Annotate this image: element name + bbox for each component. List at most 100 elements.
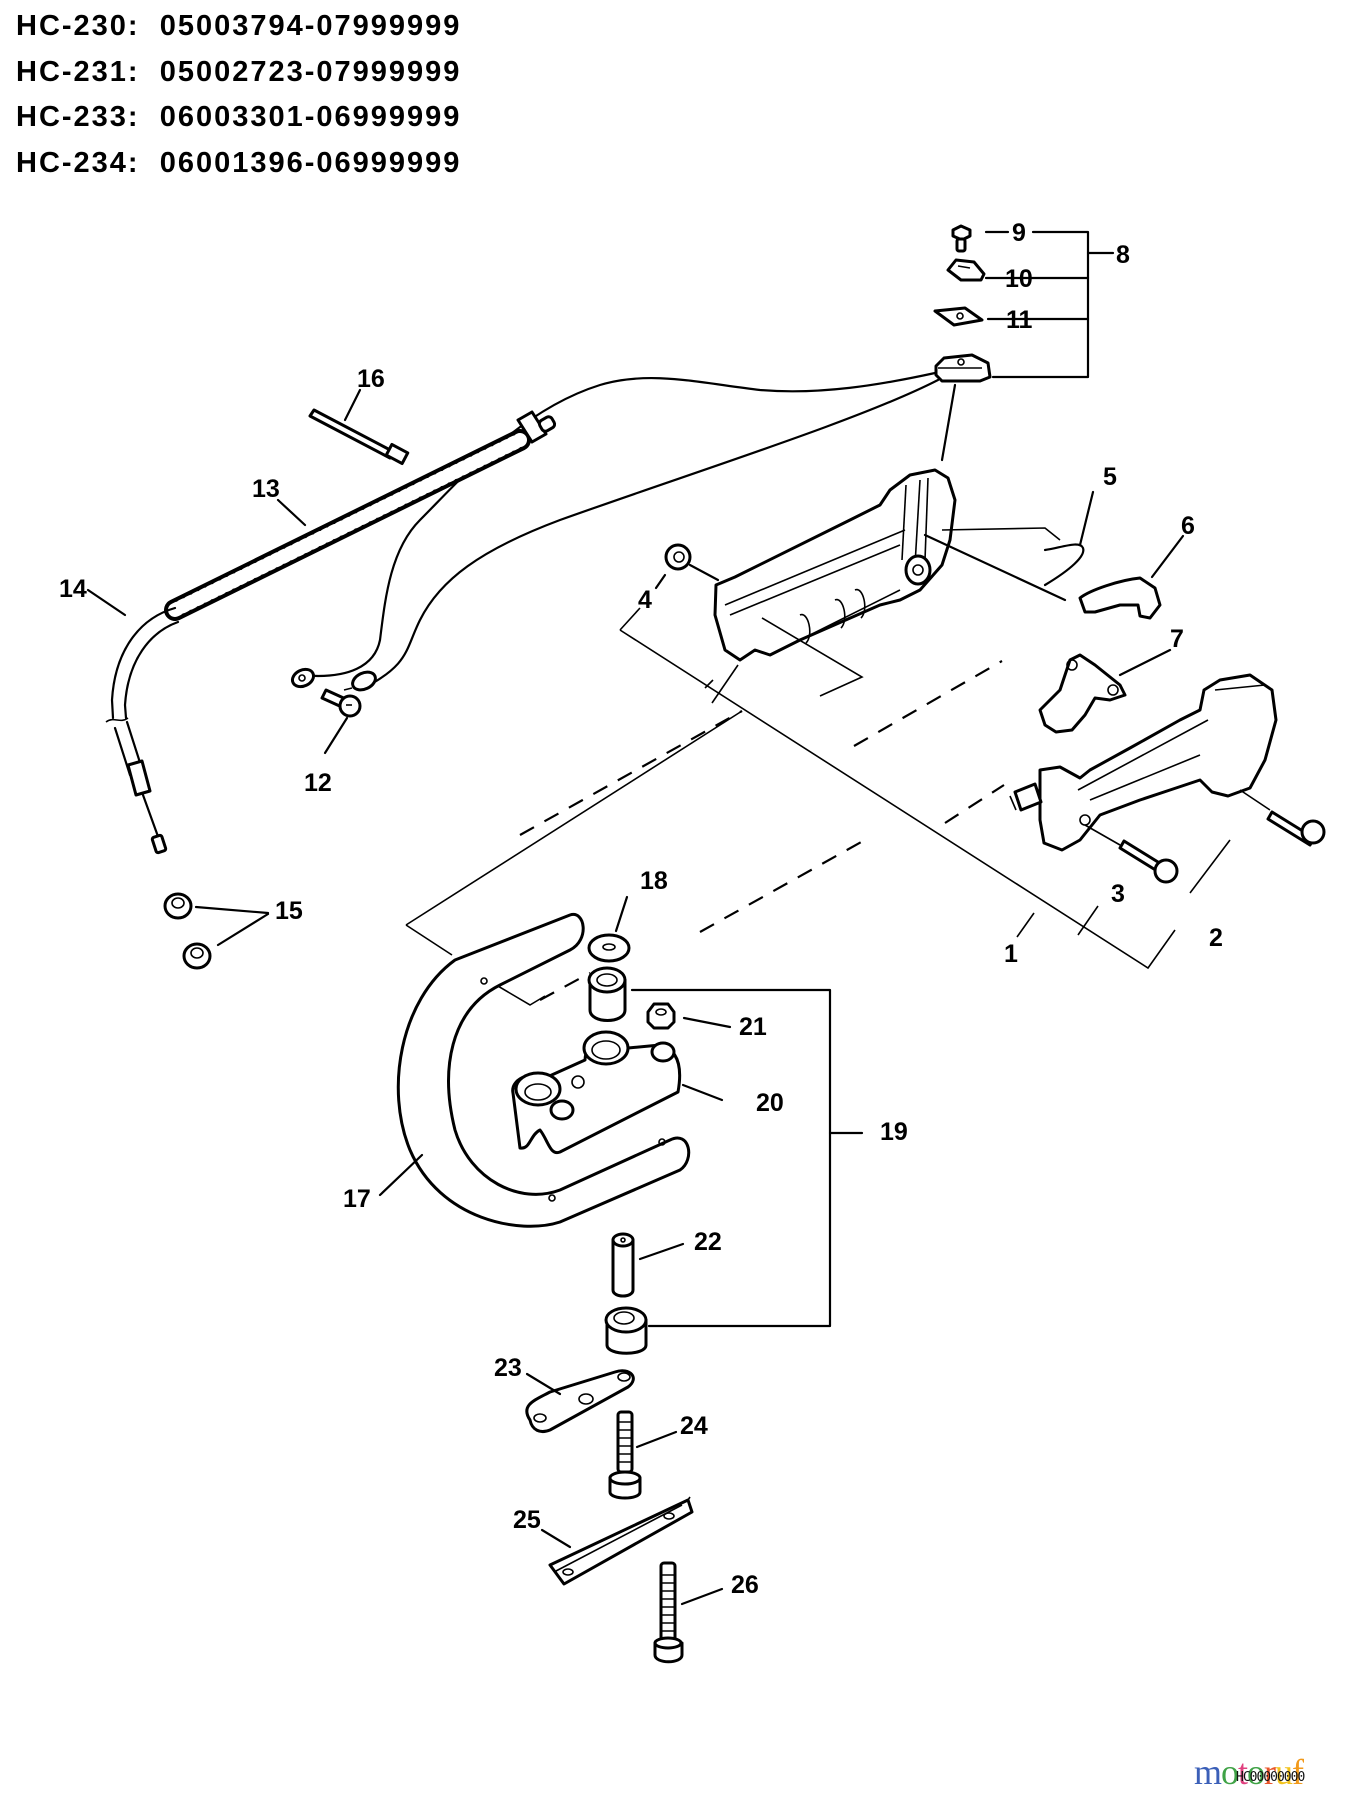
part-20-clamp-icon <box>511 1030 682 1155</box>
callout-18: 18 <box>640 867 668 895</box>
callout-5: 5 <box>1103 463 1117 491</box>
part-10-block-icon <box>946 258 986 282</box>
part-25-channel-icon <box>548 1496 694 1586</box>
part-3-screw-icon <box>1118 839 1179 884</box>
leaders-5-7 <box>923 490 1185 677</box>
callout-9: 9 <box>1012 219 1026 247</box>
serial-range: 06003301-06999999 <box>159 101 462 133</box>
leader-25 <box>540 1528 572 1549</box>
part-21-nut-icon <box>646 1002 676 1030</box>
rear-handle-upper-half-icon <box>713 468 957 662</box>
callout-16: 16 <box>357 365 385 393</box>
alignment-dashes <box>519 660 1005 1001</box>
part-23-plate-icon <box>525 1369 635 1434</box>
part-18-washer-icon <box>587 933 631 963</box>
model-label: HC-230: <box>16 10 140 42</box>
leader-15 <box>194 905 270 947</box>
part-9-screw-icon <box>951 224 972 253</box>
callout-19: 19 <box>880 1118 908 1146</box>
leader-23 <box>525 1372 562 1396</box>
bracket-8 <box>984 230 1115 379</box>
model-label: HC-233: <box>16 101 140 133</box>
callout-15: 15 <box>275 897 303 925</box>
callout-2: 2 <box>1209 924 1223 952</box>
serial-range: 05003794-07999999 <box>159 10 462 42</box>
callout-14: 14 <box>59 575 87 603</box>
serial-range-hc-230: HC-230: 05003794-07999999 <box>16 4 461 50</box>
serial-range-hc-233: HC-233: 06003301-06999999 <box>16 95 461 141</box>
callout-3: 3 <box>1111 880 1125 908</box>
part-24-bolt-icon <box>608 1410 642 1500</box>
callout-6: 6 <box>1181 512 1195 540</box>
bracket-17 <box>405 710 743 1006</box>
wire-terminal-bullet-icon <box>343 670 377 692</box>
part-7-trigger-icon <box>1038 653 1127 734</box>
part-17-loop-handle-icon <box>396 913 691 1228</box>
rear-handle-lower-half-icon <box>1009 673 1278 852</box>
part-19-bushing-top-icon <box>587 966 627 1022</box>
part-2-screw-icon <box>1266 810 1326 847</box>
callout-1: 1 <box>1004 940 1018 968</box>
part-22-collar-icon <box>611 1232 635 1298</box>
bracket-1 <box>619 607 1231 970</box>
part-19-bushing-bottom-icon <box>604 1306 648 1355</box>
leader-17 <box>378 1153 424 1197</box>
leader-13 <box>276 498 307 527</box>
serial-range-list: HC-230: 05003794-07999999 HC-231: 050027… <box>16 4 461 186</box>
watermark-letter: m <box>1194 1752 1222 1792</box>
part-13-cable-spring-icon <box>164 410 557 621</box>
watermark-letter: u <box>1275 1752 1293 1792</box>
watermark-logo: motoruf <box>1194 1752 1304 1792</box>
part-11-plate-icon <box>933 306 984 327</box>
model-label: HC-231: <box>16 55 140 88</box>
callout-12: 12 <box>304 769 332 797</box>
callout-20: 20 <box>756 1089 784 1117</box>
diagram-code: HC00000000 <box>1236 1770 1305 1785</box>
serial-range-hc-231: HC-231: 05002723-07999999 <box>16 50 461 96</box>
callout-21: 21 <box>739 1013 767 1041</box>
part-6-lever-icon <box>1078 576 1162 620</box>
serial-range-hc-234: HC-234: 06001396-06999999 <box>16 141 461 187</box>
callout-4: 4 <box>638 586 652 614</box>
callout-24: 24 <box>680 1412 708 1440</box>
leader-18 <box>614 895 629 933</box>
part-26-bolt-icon <box>653 1561 684 1664</box>
part-16-cable-tie-icon <box>308 408 410 466</box>
watermark-letter: r <box>1264 1752 1276 1792</box>
leader-16 <box>343 388 362 422</box>
leader-4 <box>654 563 720 590</box>
part-15-nut-icon <box>163 892 212 970</box>
watermark-letter: o <box>1247 1752 1265 1792</box>
model-label: HC-234: <box>16 146 140 179</box>
leader-21 <box>682 1016 732 1029</box>
callout-17: 17 <box>343 1185 371 1213</box>
watermark-letter: f <box>1292 1752 1304 1792</box>
leader-20 <box>681 1083 724 1102</box>
bracket-19 <box>630 988 864 1328</box>
callout-8: 8 <box>1116 241 1130 269</box>
part-5-spring-icon <box>1043 543 1085 587</box>
leader-3-axis <box>1084 824 1121 846</box>
leader-2-axis <box>1239 789 1271 811</box>
callout-11: 11 <box>1006 306 1033 334</box>
serial-range: 06001396-06999999 <box>159 146 462 179</box>
callout-25: 25 <box>513 1506 541 1534</box>
serial-range: 05002723-07999999 <box>159 55 462 88</box>
part-12-screw-icon <box>320 688 362 718</box>
leader-14 <box>86 588 127 617</box>
callout-22: 22 <box>694 1228 722 1256</box>
part-8-switch-housing-icon <box>934 353 992 383</box>
leader-12 <box>323 716 349 755</box>
callout-26: 26 <box>731 1571 759 1599</box>
watermark-letter: t <box>1238 1752 1248 1792</box>
callout-labels: 1 2 3 4 5 6 7 8 9 10 11 12 13 14 15 16 1… <box>59 219 1223 1599</box>
callout-7: 7 <box>1170 625 1184 653</box>
wire-terminal-ring-icon <box>290 667 316 689</box>
watermark-letter: o <box>1221 1752 1239 1792</box>
callout-10: 10 <box>1005 265 1033 293</box>
part-4-nut-icon <box>664 543 692 571</box>
part-14-throttle-cable-icon <box>105 606 180 855</box>
switch-wires <box>298 371 957 692</box>
callout-23: 23 <box>494 1354 522 1382</box>
